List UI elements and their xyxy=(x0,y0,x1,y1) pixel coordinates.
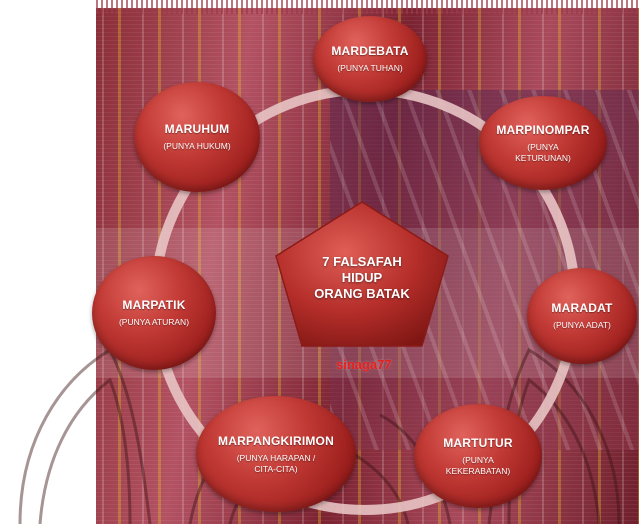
node-subtitle: (PUNYA HARAPAN / CITA-CITA) xyxy=(237,453,316,475)
node-marpatik: MARPATIK (PUNYA ATURAN) xyxy=(92,256,216,370)
node-title: MARTUTUR xyxy=(443,436,513,450)
node-title: MARPATIK xyxy=(122,298,185,312)
center-title: 7 FALSAFAH HIDUP ORANG BATAK xyxy=(292,254,432,302)
center-title-line: 7 FALSAFAH xyxy=(292,254,432,270)
node-subtitle-line: (PUNYA TUHAN) xyxy=(337,63,402,74)
node-maradat: MARADAT (PUNYA ADAT) xyxy=(527,268,637,364)
node-subtitle: (PUNYA ADAT) xyxy=(553,320,611,331)
node-subtitle-line: (PUNYA HUKUM) xyxy=(163,141,230,152)
node-title: MARUHUM xyxy=(165,122,230,136)
node-title: MARPANGKIRIMON xyxy=(218,434,334,448)
node-maruhum: MARUHUM (PUNYA HUKUM) xyxy=(134,82,260,192)
node-marpangkirimon: MARPANGKIRIMON (PUNYA HARAPAN / CITA-CIT… xyxy=(196,396,356,512)
node-title: MARADAT xyxy=(551,301,612,315)
node-subtitle-line: KEKERABATAN) xyxy=(446,466,510,477)
node-subtitle-line: (PUNYA xyxy=(446,455,510,466)
node-subtitle: (PUNYA KEKERABATAN) xyxy=(446,455,510,477)
node-subtitle: (PUNYA TUHAN) xyxy=(337,63,402,74)
node-subtitle-line: (PUNYA xyxy=(515,142,571,153)
node-marpinompar: MARPINOMPAR (PUNYA KETURUNAN) xyxy=(479,96,607,190)
node-subtitle: (PUNYA ATURAN) xyxy=(119,317,189,328)
center-title-line: ORANG BATAK xyxy=(292,286,432,302)
node-martutur: MARTUTUR (PUNYA KEKERABATAN) xyxy=(414,404,542,508)
center-pentagon: 7 FALSAFAH HIDUP ORANG BATAK xyxy=(272,200,452,350)
node-subtitle: (PUNYA HUKUM) xyxy=(163,141,230,152)
node-subtitle-line: (PUNYA ATURAN) xyxy=(119,317,189,328)
node-subtitle-line: CITA-CITA) xyxy=(237,464,316,475)
node-title: MARDEBATA xyxy=(331,44,408,58)
node-title: MARPINOMPAR xyxy=(496,123,589,137)
node-subtitle: (PUNYA KETURUNAN) xyxy=(515,142,571,164)
node-mardebata: MARDEBATA (PUNYA TUHAN) xyxy=(313,16,427,102)
node-subtitle-line: (PUNYA ADAT) xyxy=(553,320,611,331)
node-subtitle-line: (PUNYA HARAPAN / xyxy=(237,453,316,464)
author-credit: sinaga77 xyxy=(336,357,392,372)
center-title-line: HIDUP xyxy=(292,270,432,286)
node-subtitle-line: KETURUNAN) xyxy=(515,153,571,164)
